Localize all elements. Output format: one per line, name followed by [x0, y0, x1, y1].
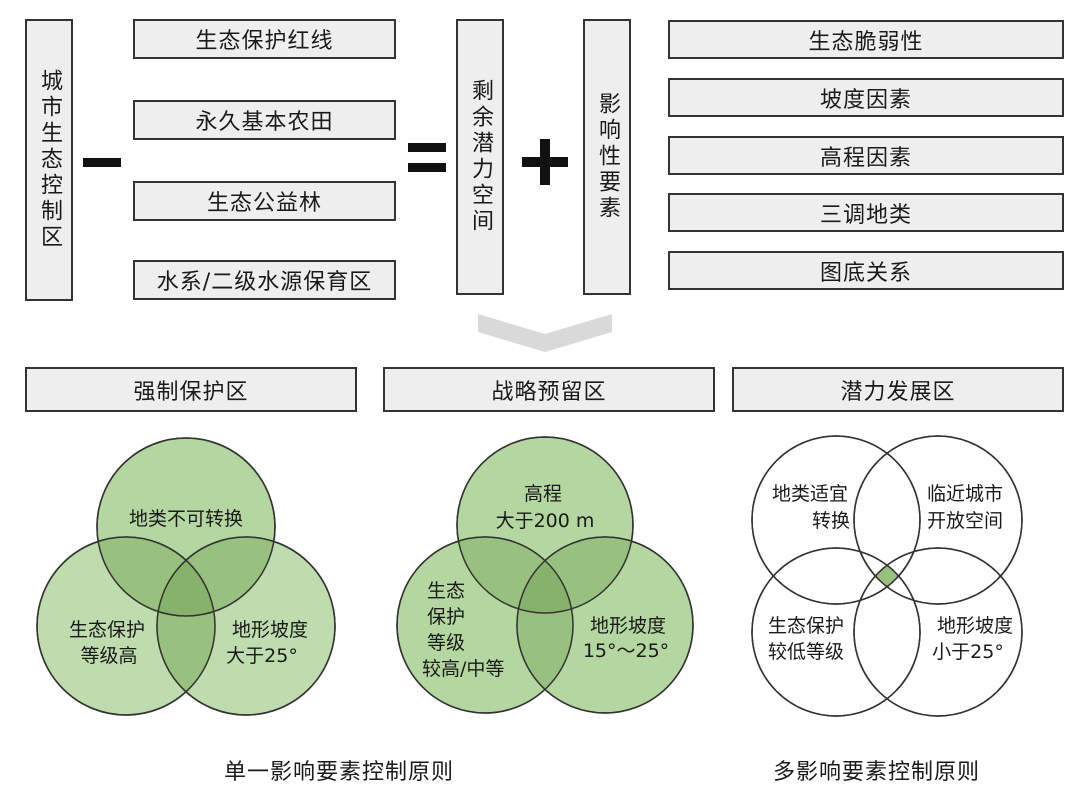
factor-item-fragility: 生态脆弱性 — [668, 20, 1064, 59]
venn-single-factor: 地类不可转换 生态保护 等级高 地形坡度 大于25° — [36, 437, 336, 716]
venn3-label-tr-2: 开放空间 — [927, 510, 1003, 532]
remaining-space-box: 剩余潜力空间 — [456, 19, 504, 295]
factor-item-slope: 坡度因素 — [668, 78, 1064, 117]
venn1-label-left-2: 等级高 — [80, 645, 137, 667]
venn1-label-right-1: 地形坡度 — [232, 619, 308, 641]
venn1-overlap-center — [157, 537, 215, 616]
venn3-label-br-2: 小于25° — [932, 641, 1004, 663]
venn2-label-left-2: 保护 — [427, 606, 465, 628]
venn2-label-left-4: 较高/中等 — [422, 658, 504, 680]
zone-strategic-reserve: 战略预留区 — [383, 367, 715, 412]
venn3-label-br-1: 地形坡度 — [937, 615, 1013, 637]
factor-item-figure-ground: 图底关系 — [668, 251, 1064, 290]
venn1-label-top: 地类不可转换 — [129, 508, 243, 530]
plus-bar-v — [540, 139, 550, 185]
equals-sign — [405, 135, 449, 179]
equals-bar-bottom — [408, 163, 446, 172]
zone-potential-development: 潜力发展区 — [732, 367, 1064, 412]
down-chevron-arrow — [478, 314, 612, 352]
venn2-label-right-2: 15°～25° — [583, 640, 669, 662]
venn2-label-top-2: 大于200 m — [496, 510, 595, 532]
venn1-label-left-1: 生态保护 — [69, 619, 145, 641]
venn-single-factor-2: 高程 大于200 m 生态 保护 等级 较高/中等 地形坡度 15°～25° — [396, 436, 694, 714]
subtract-item-water: 水系/二级水源保育区 — [133, 260, 396, 300]
influence-factors-box: 影响性要素 — [583, 19, 631, 295]
venn3-label-tr-1: 临近城市 — [927, 483, 1003, 505]
subtract-item-forest: 生态公益林 — [133, 181, 396, 221]
venn-multi-factor: 地类适宜 转换 临近城市 开放空间 生态保护 较低等级 地形坡度 小于25° — [751, 435, 1023, 717]
minus-sign — [80, 140, 124, 184]
equals-bar-top — [408, 143, 446, 152]
subtract-item-red-line: 生态保护红线 — [133, 19, 396, 59]
venn3-label-tl-2: 转换 — [812, 510, 850, 532]
caption-multi-factor: 多影响要素控制原则 — [773, 760, 981, 785]
caption-single-factor: 单一影响要素控制原则 — [224, 760, 455, 785]
venn3-label-bl-2: 较低等级 — [768, 641, 844, 663]
plus-sign — [520, 137, 570, 187]
subtract-item-farmland: 永久基本农田 — [133, 100, 396, 140]
zone-mandatory-protection: 强制保护区 — [25, 367, 357, 412]
minus-bar — [83, 157, 121, 167]
factor-item-landuse: 三调地类 — [668, 193, 1064, 232]
venn1-label-right-2: 大于25° — [226, 645, 298, 667]
ecological-control-zone-box: 城市生态控制区 — [25, 19, 73, 301]
venn2-label-left-1: 生态 — [427, 580, 465, 602]
venn2-label-left-3: 等级 — [427, 632, 465, 654]
factor-item-elevation: 高程因素 — [668, 136, 1064, 175]
venn2-label-right-1: 地形坡度 — [590, 615, 666, 637]
venn3-label-bl-1: 生态保护 — [768, 615, 844, 637]
venn2-label-top-1: 高程 — [524, 483, 562, 505]
venn3-label-tl-1: 地类适宜 — [772, 483, 848, 505]
